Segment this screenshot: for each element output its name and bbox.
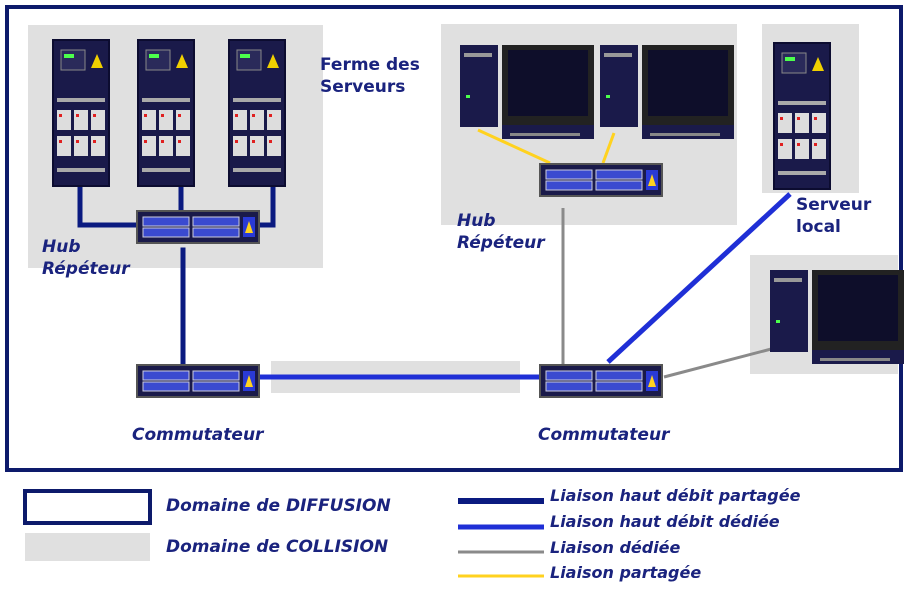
- server-farm-label-line1: Ferme des: [320, 55, 420, 75]
- hub-right-label: Hub Répéteur: [457, 210, 545, 254]
- hub-left-label-line1: Hub: [42, 237, 81, 257]
- switch-right-label: Commutateur: [538, 425, 670, 445]
- local-server-label-line2: local: [796, 217, 841, 237]
- workstation-right: [770, 270, 904, 364]
- local-server-label-line1: Serveur: [796, 195, 872, 215]
- server-2: [137, 39, 195, 187]
- workstation-1: [460, 45, 594, 139]
- legend-collision-swatch: [25, 533, 150, 561]
- hub-left: [136, 210, 260, 244]
- server-farm-label: Ferme des Serveurs: [320, 54, 420, 98]
- server-3: [228, 39, 286, 187]
- server-1: [52, 39, 110, 187]
- hub-left-label-line2: Répéteur: [42, 259, 130, 279]
- hub-right-label-line2: Répéteur: [457, 233, 545, 253]
- switch-left-label: Commutateur: [132, 425, 264, 445]
- hub-right: [539, 163, 663, 197]
- broadcast-domain-border: [5, 5, 903, 472]
- local-server-label: Serveur local: [796, 194, 871, 238]
- legend-collision-label: Domaine de COLLISION: [166, 537, 389, 557]
- links-shared: [477, 128, 616, 165]
- legend-broadcast-swatch: [23, 489, 152, 525]
- legend-dedicated-label: Liaison dédiée: [550, 538, 681, 557]
- links-high-speed-shared: [77, 183, 276, 373]
- links-dedicated: [561, 208, 776, 379]
- legend-high-speed-shared-label: Liaison haut débit partagée: [550, 486, 801, 505]
- legend-high-speed-dedicated-label: Liaison haut débit dédiée: [550, 512, 780, 531]
- links-high-speed-dedicated: [260, 192, 792, 380]
- server-farm-label-line2: Serveurs: [320, 77, 406, 97]
- legend-broadcast-label: Domaine de DIFFUSION: [166, 496, 391, 516]
- switch-left: [136, 364, 260, 398]
- workstation-2: [600, 45, 734, 139]
- legend-shared-label: Liaison partagée: [550, 563, 702, 582]
- hub-right-label-line1: Hub: [457, 211, 496, 231]
- switch-right: [539, 364, 663, 398]
- local-server: [773, 42, 831, 190]
- hub-left-label: Hub Répéteur: [42, 236, 130, 280]
